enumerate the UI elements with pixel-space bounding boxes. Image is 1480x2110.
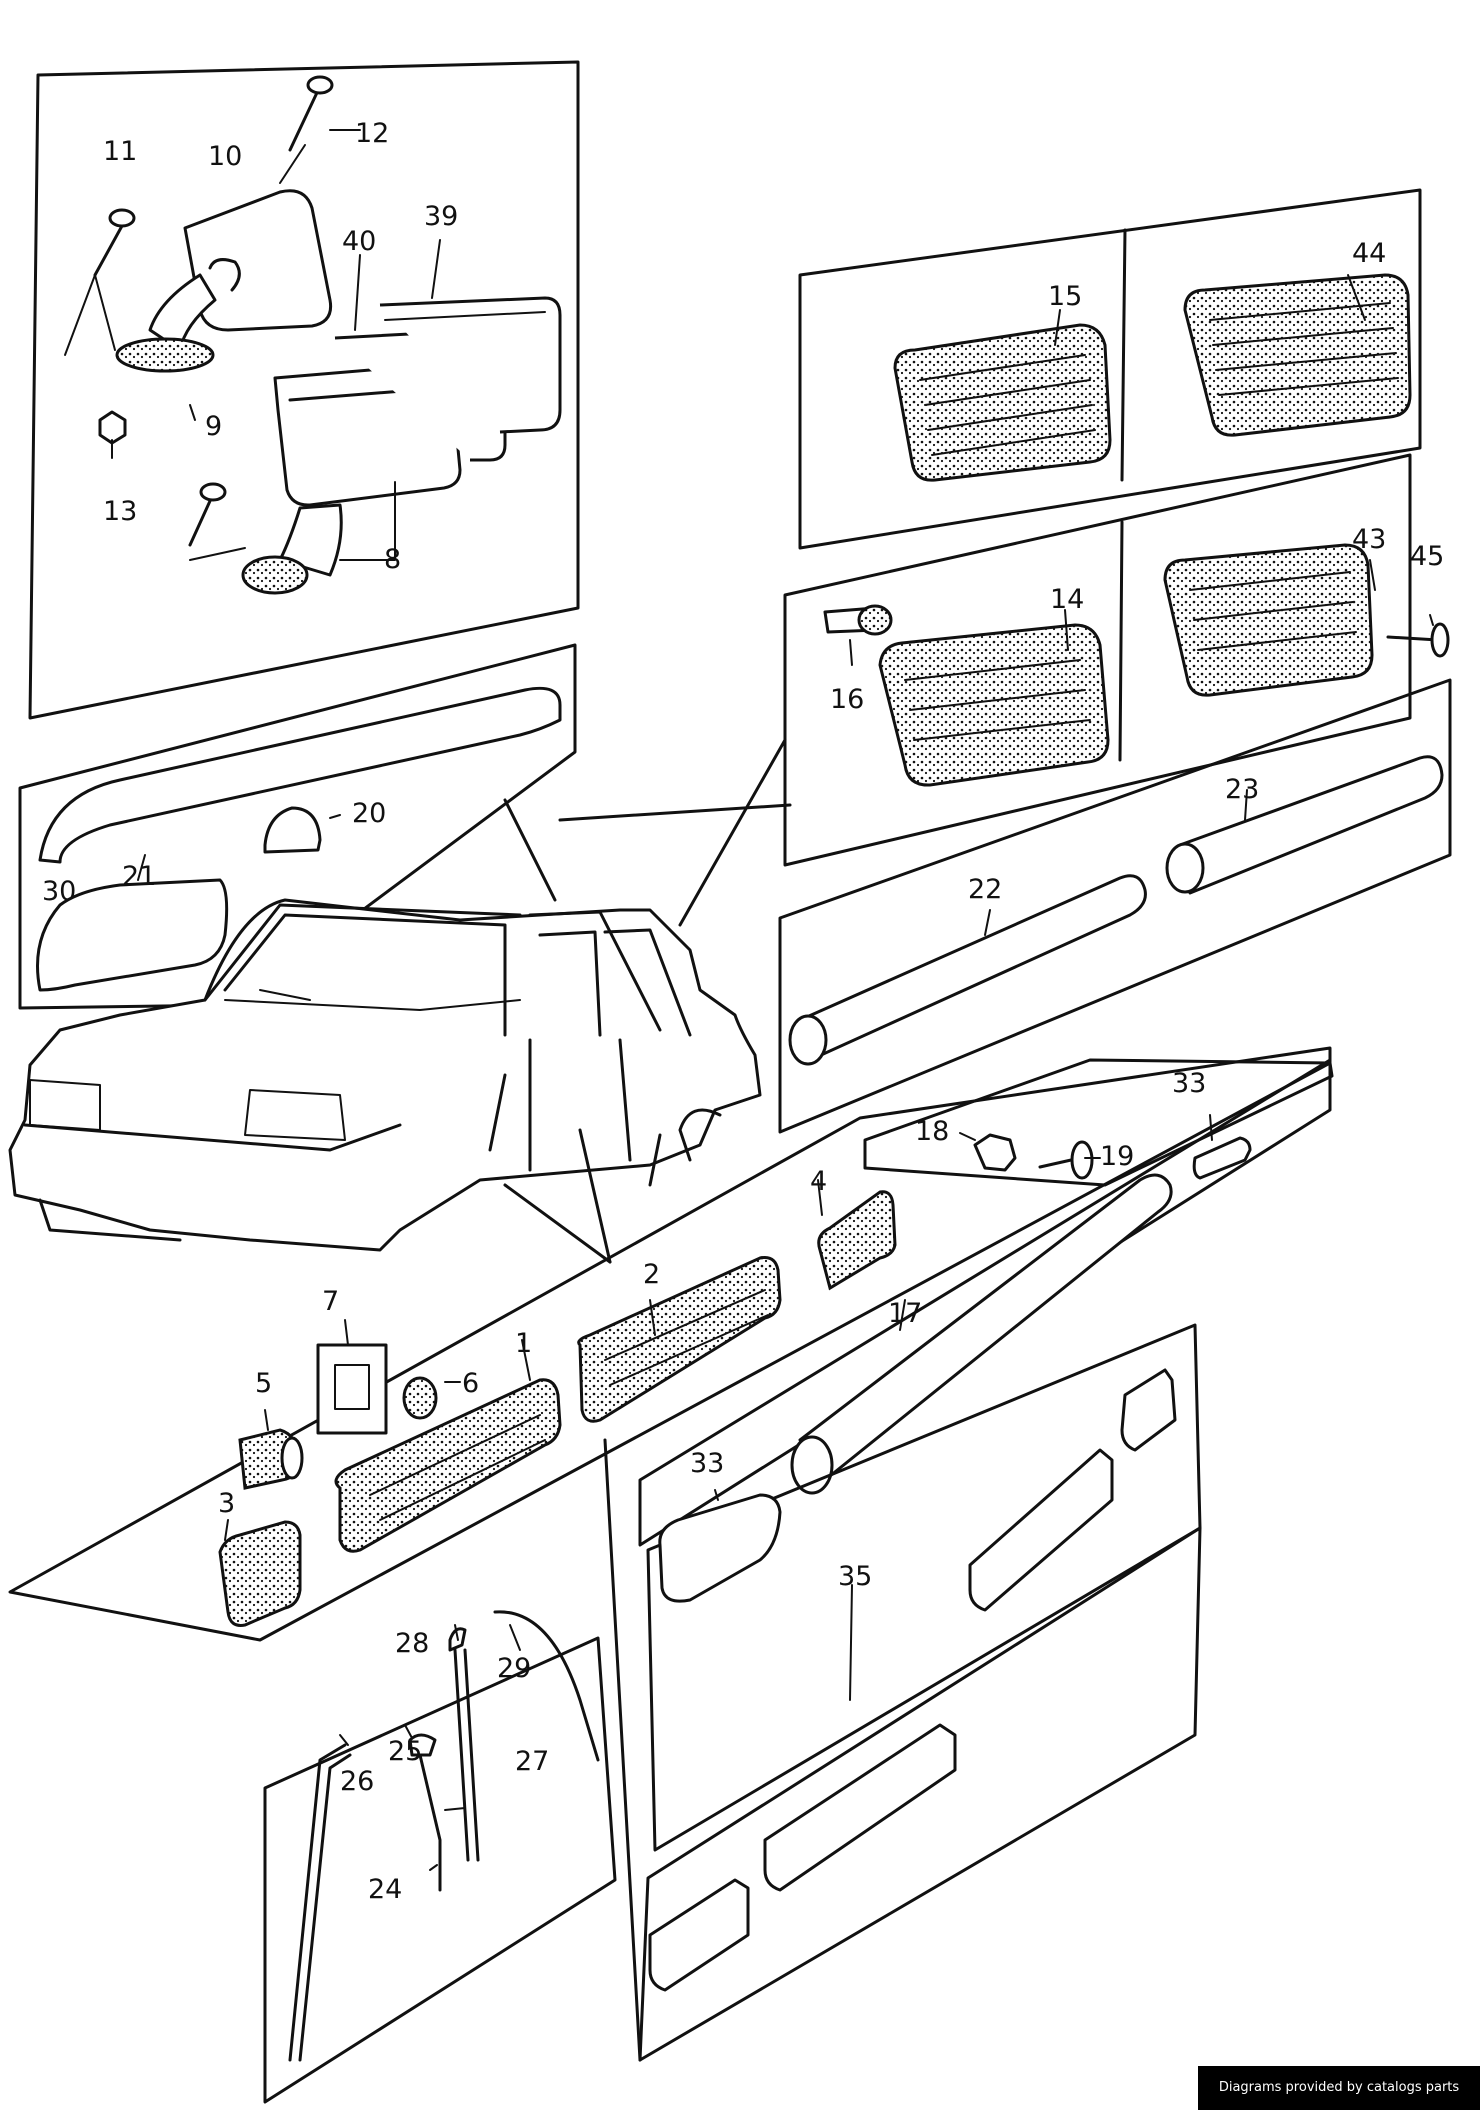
label-4: 4 bbox=[810, 1166, 827, 1197]
panel-body-moulding bbox=[638, 1323, 1202, 2062]
label-21: 21 bbox=[122, 861, 156, 892]
label-5: 5 bbox=[255, 1368, 272, 1399]
panel-window-channels bbox=[263, 1610, 617, 2104]
panel-clips bbox=[638, 1058, 1334, 1547]
arrows bbox=[503, 738, 792, 2062]
label-7: 7 bbox=[322, 1286, 339, 1317]
label-2: 2 bbox=[643, 1259, 660, 1290]
label-25: 25 bbox=[388, 1736, 422, 1767]
label-10: 10 bbox=[208, 141, 242, 172]
callout-labels: 1 2 3 4 5 6 7 8 9 10 11 12 13 14 15 16 1… bbox=[42, 118, 1444, 1905]
panel-mirror bbox=[28, 60, 580, 720]
panel-door-trim bbox=[8, 1046, 1332, 1642]
label-18: 18 bbox=[915, 1116, 949, 1147]
credit-badge: Diagrams provided by catalogs parts bbox=[1198, 2066, 1480, 2110]
label-23: 23 bbox=[1225, 774, 1259, 805]
label-20: 20 bbox=[352, 798, 386, 829]
label-13: 13 bbox=[103, 496, 137, 527]
panel-roof-moulding bbox=[18, 643, 577, 1010]
label-27: 27 bbox=[515, 1746, 549, 1777]
label-17: 17 bbox=[888, 1298, 922, 1329]
label-33-upper: 33 bbox=[1172, 1068, 1206, 1099]
label-8: 8 bbox=[384, 544, 401, 575]
car-body bbox=[8, 898, 762, 1252]
label-40: 40 bbox=[342, 226, 376, 257]
label-6: 6 bbox=[462, 1368, 479, 1399]
label-24: 24 bbox=[368, 1874, 402, 1905]
label-22: 22 bbox=[968, 874, 1002, 905]
label-30: 30 bbox=[42, 876, 76, 907]
label-11: 11 bbox=[103, 136, 137, 167]
label-19: 19 bbox=[1100, 1141, 1134, 1172]
label-45: 45 bbox=[1410, 541, 1444, 572]
panel-vents-lower bbox=[783, 453, 1450, 867]
label-33-lower: 33 bbox=[690, 1448, 724, 1479]
label-9: 9 bbox=[205, 411, 222, 442]
label-43: 43 bbox=[1352, 524, 1386, 555]
label-39: 39 bbox=[424, 201, 458, 232]
label-35: 35 bbox=[838, 1561, 872, 1592]
label-16: 16 bbox=[830, 684, 864, 715]
label-29: 29 bbox=[497, 1653, 531, 1684]
label-12: 12 bbox=[355, 118, 389, 149]
label-26: 26 bbox=[340, 1766, 374, 1797]
panel-side-moulding bbox=[778, 678, 1452, 1134]
label-28: 28 bbox=[395, 1628, 429, 1659]
label-1: 1 bbox=[515, 1328, 532, 1359]
label-3: 3 bbox=[218, 1488, 235, 1519]
label-14: 14 bbox=[1050, 584, 1084, 615]
label-44: 44 bbox=[1352, 238, 1386, 269]
panel-vents-upper bbox=[798, 188, 1422, 550]
label-15: 15 bbox=[1048, 281, 1082, 312]
